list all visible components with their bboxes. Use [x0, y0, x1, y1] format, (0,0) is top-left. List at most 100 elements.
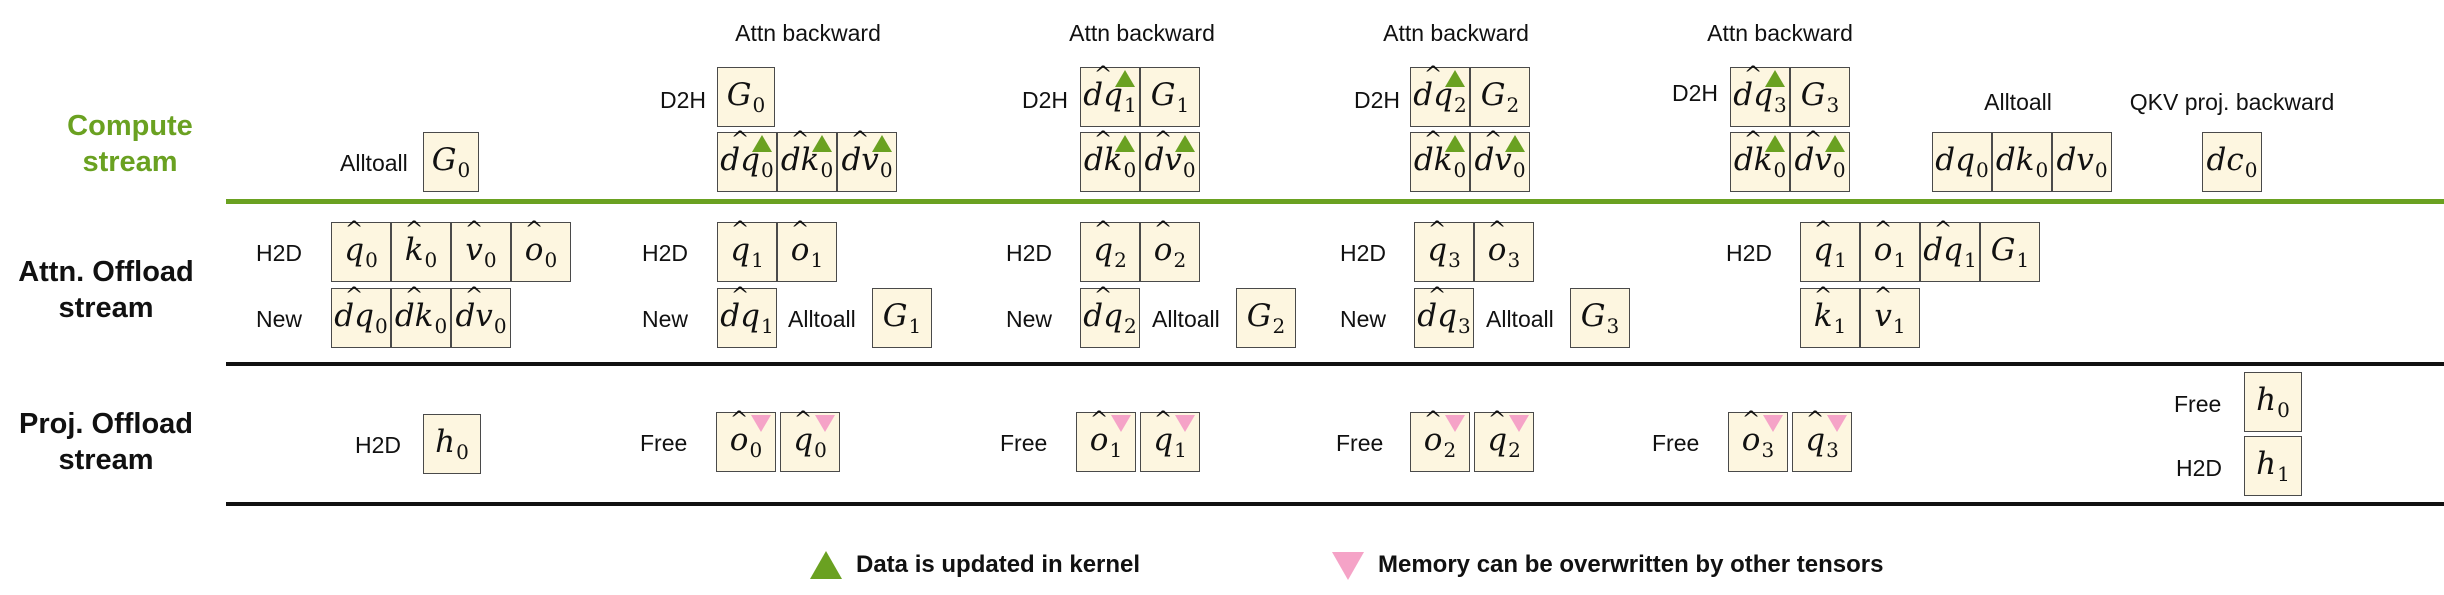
compute-stream-divider [226, 199, 2444, 204]
free-label-5: Free [2174, 391, 2222, 417]
legend-overwritten-text: Memory can be overwritten by other tenso… [1378, 551, 1884, 578]
new-label-attn-3: New [1340, 306, 1387, 332]
attn-offload-stream-label: Attn. Offload stream [18, 256, 194, 324]
tensor-o3-hat: o3 [1474, 222, 1534, 282]
tensor-free-h0: h0 [2244, 372, 2302, 432]
overwritten-marker [1509, 415, 1529, 432]
tensor-free-q0-hat: q0 [780, 412, 840, 472]
tensor-o2-hat: o2 [1140, 222, 1200, 282]
attn-backward-header-1: Attn backward [735, 20, 881, 46]
tensor-free-o2-hat: o2 [1410, 412, 1470, 472]
updated-marker [1505, 135, 1525, 152]
tensor-v0-hat: v0 [451, 222, 511, 282]
tensor-alltoall-g2: G2 [1236, 288, 1296, 348]
tensor-g0: G0 [423, 132, 479, 192]
tensor-dv0: dv0 [2052, 132, 2112, 192]
overwritten-marker [1111, 415, 1131, 432]
tensor-free-o1-hat: o1 [1076, 412, 1136, 472]
tensor-free-q2-hat: q2 [1474, 412, 1534, 472]
attn-backward-header-4: Attn backward [1707, 20, 1853, 46]
tensor-g0-d2h: G0 [717, 67, 775, 127]
tensor-new-dq1-hat: dq1 [717, 288, 777, 348]
tensor-free-o0-hat: o0 [716, 412, 776, 472]
tensor-new-dq3-hat: dq3 [1414, 288, 1474, 348]
overwritten-marker [751, 415, 771, 432]
h2d-label-proj-0: H2D [355, 432, 402, 458]
tensor-q1-hat: q1 [717, 222, 777, 282]
tensor-dq0: dq0 [1932, 132, 1992, 192]
tensor-new-dv0-hat: dv0 [451, 288, 511, 348]
tensor-new-dq2-hat: dq2 [1080, 288, 1140, 348]
h2d-label-attn-4: H2D [1726, 240, 1773, 266]
alltoall-label-attn-2: Alltoall [1152, 306, 1220, 332]
updated-marker [1115, 70, 1135, 87]
tensor-o1-hat: o1 [777, 222, 837, 282]
updated-marker [1115, 135, 1135, 152]
overwritten-marker [815, 415, 835, 432]
tensor-dv0-hat-2: dv0 [1140, 132, 1200, 192]
tensor-dk0-hat: dk0 [777, 132, 837, 192]
tensor-o1-hat-prefetch: o1 [1860, 222, 1920, 282]
tensor-g1: G1 [1140, 67, 1200, 127]
tensor-q2-hat: q2 [1080, 222, 1140, 282]
h2d-label-attn-1: H2D [642, 240, 689, 266]
tensor-dk0-hat-4: dk0 [1730, 132, 1790, 192]
d2h-label-4: D2H [1672, 80, 1719, 106]
free-label-2: Free [1000, 430, 1048, 456]
tensor-free-q1-hat: q1 [1140, 412, 1200, 472]
proj-stream-divider [226, 502, 2444, 506]
h2d-label-proj-5: H2D [2176, 455, 2223, 481]
h2d-label-attn-0: H2D [256, 240, 303, 266]
tensor-dk0: dk0 [1992, 132, 2052, 192]
overwritten-marker [1827, 415, 1847, 432]
tensor-q0-hat: q0 [331, 222, 391, 282]
new-label-attn-2: New [1006, 306, 1053, 332]
tensor-g1-prefetch: G1 [1980, 222, 2040, 282]
new-label-attn-1: New [642, 306, 689, 332]
tensor-o0-hat: o0 [511, 222, 571, 282]
h2d-label-attn-3: H2D [1340, 240, 1387, 266]
tensor-alltoall-g1: G1 [872, 288, 932, 348]
overwritten-marker [1175, 415, 1195, 432]
tensor-h1: h1 [2244, 436, 2302, 496]
alltoall-header: Alltoall [1984, 89, 2052, 115]
tensor-g2: G2 [1470, 67, 1530, 127]
new-label-attn-0: New [256, 306, 303, 332]
d2h-label-1: D2H [660, 87, 707, 113]
tensor-q1-hat-prefetch: q1 [1800, 222, 1860, 282]
d2h-label-3: D2H [1354, 87, 1401, 113]
attn-stream-divider [226, 362, 2444, 366]
tensor-dk0-hat-3: dk0 [1410, 132, 1470, 192]
free-label-3: Free [1336, 430, 1384, 456]
free-label-1: Free [640, 430, 688, 456]
tensor-new-dk0-hat: dk0 [391, 288, 451, 348]
tensor-free-o3-hat: o3 [1728, 412, 1788, 472]
updated-marker [1175, 135, 1195, 152]
tensor-dc0: dc0 [2202, 132, 2262, 192]
overwritten-marker [1445, 415, 1465, 432]
attn-backward-header-3: Attn backward [1383, 20, 1529, 46]
updated-marker [812, 135, 832, 152]
compute-stream-label: Compute stream [67, 110, 193, 178]
alltoall-label-attn-3: Alltoall [1486, 306, 1554, 332]
tensor-alltoall-g3: G3 [1570, 288, 1630, 348]
free-label-4: Free [1652, 430, 1700, 456]
tensor-dk0-hat-2: dk0 [1080, 132, 1140, 192]
updated-marker [1825, 135, 1845, 152]
updated-marker [752, 135, 772, 152]
tensor-free-q3-hat: q3 [1792, 412, 1852, 472]
legend-overwritten-triangle-icon [1332, 552, 1364, 580]
updated-marker [1765, 135, 1785, 152]
updated-marker [1765, 70, 1785, 87]
tensor-dv0-hat-3: dv0 [1470, 132, 1530, 192]
tensor-dq0-hat: dq0 [717, 132, 777, 192]
tensor-dq2-hat: dq2 [1410, 67, 1470, 127]
overwritten-marker [1763, 415, 1783, 432]
tensor-k0-hat: k0 [391, 222, 451, 282]
tensor-h0: h0 [423, 414, 481, 474]
tensor-dq3-hat: dq3 [1730, 67, 1790, 127]
attn-backward-header-2: Attn backward [1069, 20, 1215, 46]
updated-marker [1445, 70, 1465, 87]
tensor-q3-hat: q3 [1414, 222, 1474, 282]
tensor-v1-hat: v1 [1860, 288, 1920, 348]
